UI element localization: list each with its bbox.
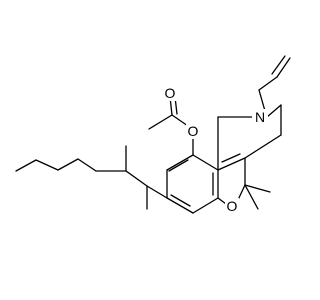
bond (244, 184, 271, 193)
bond (170, 194, 191, 207)
ester-oxygen-label: O (188, 123, 199, 139)
bond (148, 114, 173, 130)
ring-oxygen-label: O (227, 198, 238, 214)
amine-nitrogen-label: N (255, 109, 265, 125)
bond (266, 104, 282, 118)
atom-labels: O O N O (163, 85, 268, 214)
carbonyl-oxygen-label: O (165, 85, 176, 101)
bond (77, 158, 97, 172)
bond (217, 157, 246, 171)
bond (57, 158, 79, 171)
bond (221, 153, 241, 163)
bond (192, 154, 219, 171)
molecule-diagram: O O N O (15, 55, 291, 214)
bond (166, 154, 194, 171)
bond (146, 185, 168, 199)
bond (271, 55, 286, 75)
molecule-canvas: O O N O (15, 55, 291, 214)
bond (258, 76, 278, 91)
bond (244, 134, 282, 159)
bonds (15, 55, 291, 214)
bond (171, 114, 189, 127)
bond (15, 159, 37, 172)
bond (276, 57, 291, 78)
bond (258, 89, 266, 112)
bond (35, 159, 59, 171)
bond (192, 197, 219, 214)
bond (168, 159, 189, 172)
bond (244, 184, 259, 210)
bond (166, 197, 194, 214)
bond (217, 197, 227, 205)
bond (125, 170, 148, 187)
